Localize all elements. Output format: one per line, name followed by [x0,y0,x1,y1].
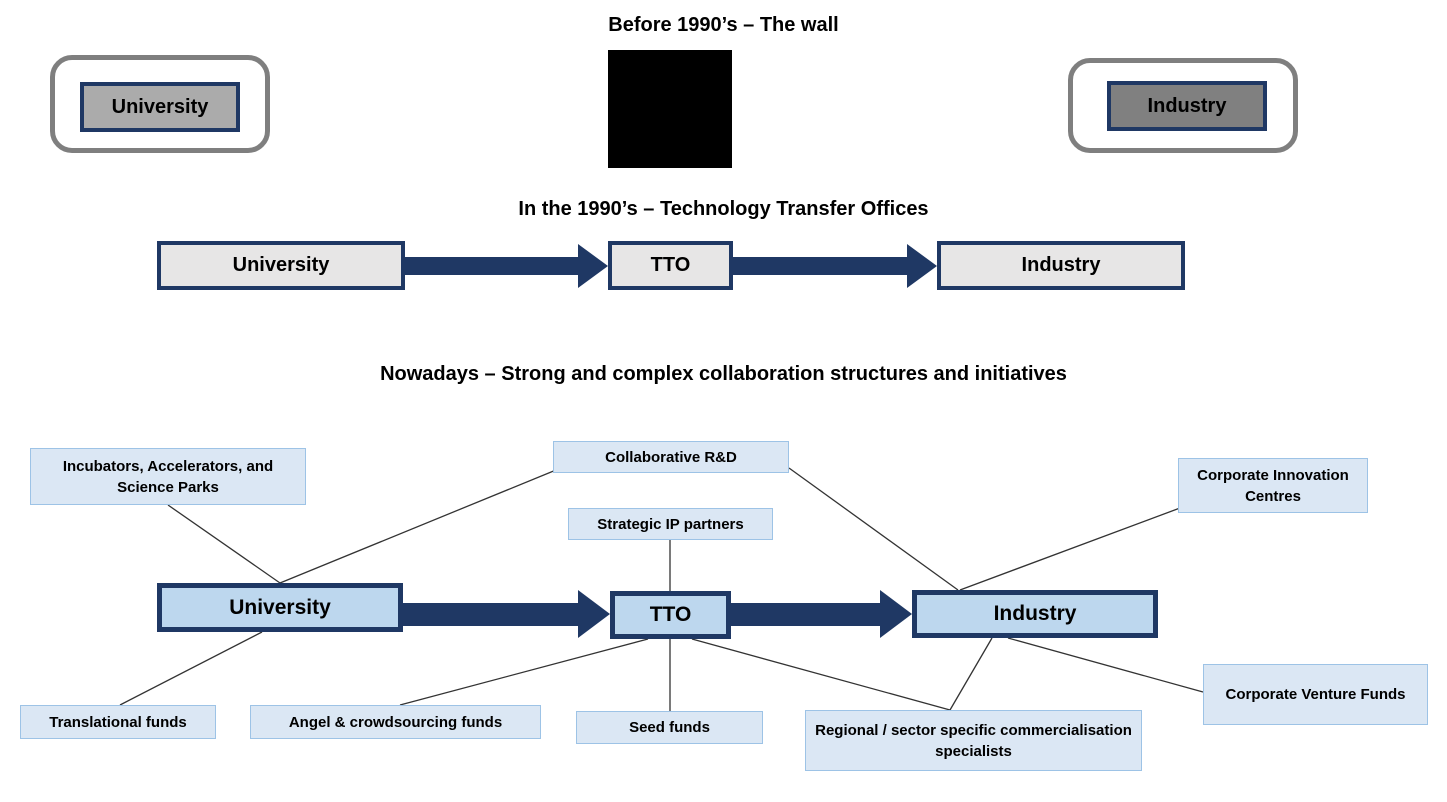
line-university-translational [119,631,263,706]
line-industry-corporate-venture [1007,637,1204,693]
tto-box-1990s: TTO [608,241,733,290]
university-box-1990s: University [157,241,405,290]
line-tto-angel [399,638,649,706]
strategic-ip-box: Strategic IP partners [568,508,773,540]
arrow-shaft [731,602,880,626]
strategic-ip-label: Strategic IP partners [597,515,744,533]
arrow-tto-industry-nowadays [731,590,912,638]
regional-specialists-label: Regional / sector specific commercialisa… [815,721,1132,760]
industry-label-1990s: Industry [1021,254,1101,276]
arrow-shaft [733,257,907,275]
title-nowadays: Nowadays – Strong and complex collaborat… [380,363,1067,385]
angel-crowdsourcing-label: Angel & crowdsourcing funds [288,713,503,731]
line-tto-regional [691,638,951,711]
line-incubators-university [167,504,281,584]
arrow-tto-industry-1990s [733,244,937,288]
angel-crowdsourcing-box: Angel & crowdsourcing funds [250,705,541,739]
corporate-innovation-label: Corporate Innovation Centres [1197,466,1349,505]
arrow-head-icon [578,244,608,288]
university-box-before: University [80,82,240,132]
collaborative-rd-box: Collaborative R&D [553,441,789,473]
collaborative-rd-label: Collaborative R&D [605,448,737,466]
corporate-venture-box: Corporate Venture Funds [1203,664,1428,725]
university-label-1990s: University [232,254,330,276]
translational-funds-label: Translational funds [49,713,187,731]
tto-label-nowadays: TTO [649,603,692,626]
title-before-1990s: Before 1990’s – The wall [608,14,839,36]
translational-funds-box: Translational funds [20,705,216,739]
corporate-innovation-box: Corporate Innovation Centres [1178,458,1368,513]
arrow-shaft [403,602,578,626]
line-corporate-innovation-industry [959,507,1181,591]
university-box-nowadays: University [157,583,403,632]
tto-label-1990s: TTO [650,254,691,276]
university-label-before: University [111,95,209,118]
arrow-head-icon [880,590,912,638]
industry-label-before: Industry [1147,94,1227,117]
regional-specialists-box: Regional / sector specific commercialisa… [805,710,1142,771]
seed-funds-box: Seed funds [576,711,763,744]
arrow-university-tto-1990s [405,244,608,288]
incubators-box: Incubators, Accelerators, and Science Pa… [30,448,306,505]
incubators-label: Incubators, Accelerators, and Science Pa… [62,457,274,496]
university-label-nowadays: University [229,595,331,619]
arrow-head-icon [907,244,937,288]
arrow-university-tto-nowadays [403,590,610,638]
title-1990s: In the 1990’s – Technology Transfer Offi… [518,198,929,220]
industry-label-nowadays: Industry [993,602,1077,625]
line-collaborative-rd-industry [788,467,959,591]
industry-box-nowadays: Industry [912,590,1158,638]
line-industry-regional [949,637,993,711]
corporate-venture-label: Corporate Venture Funds [1225,686,1406,703]
arrow-head-icon [578,590,610,638]
wall-block [608,50,732,168]
seed-funds-label: Seed funds [629,719,710,736]
line-collaborative-rd-university [279,469,557,584]
industry-box-before: Industry [1107,81,1267,131]
tto-box-nowadays: TTO [610,591,731,639]
arrow-shaft [405,257,578,275]
industry-box-1990s: Industry [937,241,1185,290]
